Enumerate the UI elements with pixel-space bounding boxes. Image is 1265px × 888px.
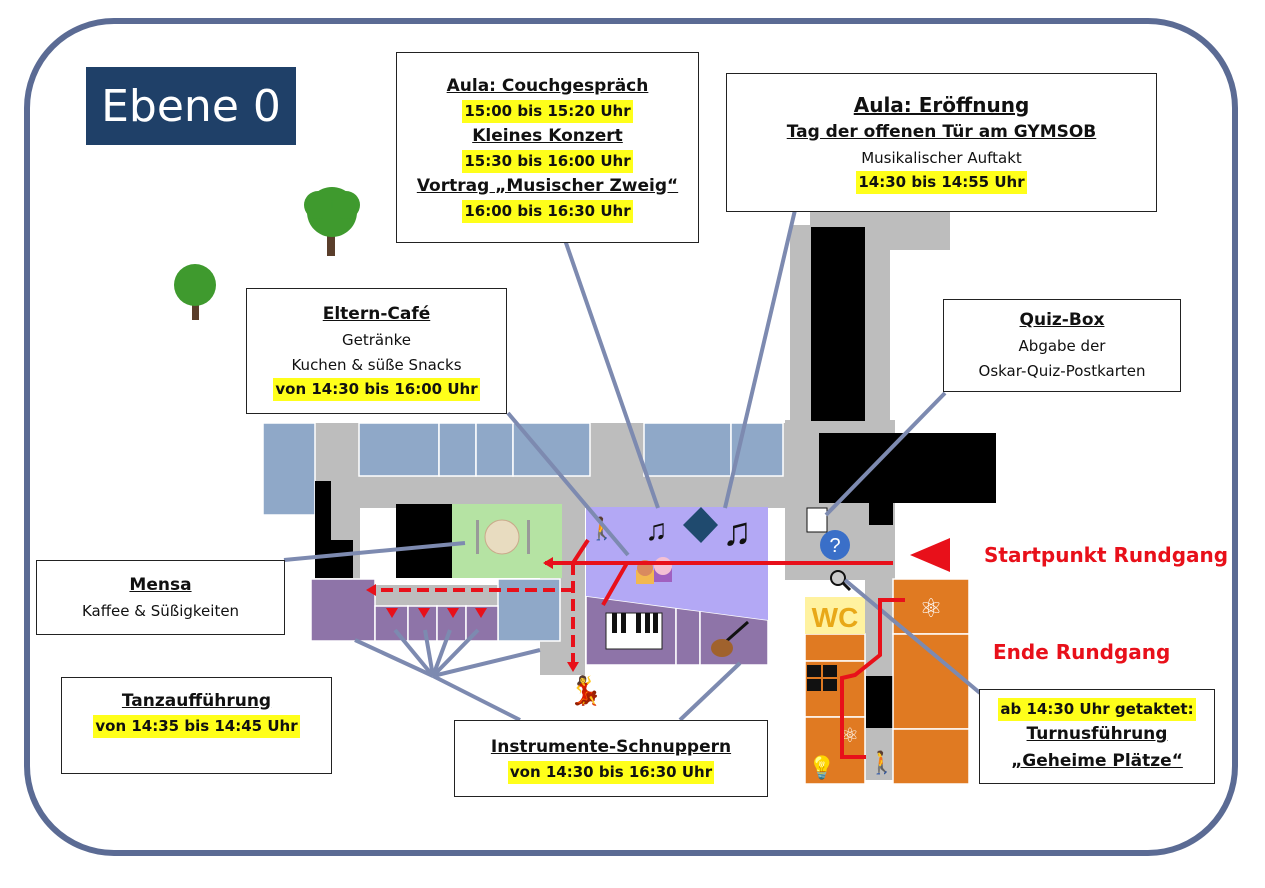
atom-icon: ⚛ bbox=[919, 593, 942, 623]
quiz-heading: Quiz-Box bbox=[1019, 310, 1105, 330]
opening-time: 14:30 bis 14:55 Uhr bbox=[856, 170, 1027, 194]
tanz-heading: Tanzaufführung bbox=[121, 691, 272, 711]
lightbulb-icon: 💡 bbox=[808, 755, 835, 780]
blocked-areas bbox=[315, 227, 996, 728]
instrumente-box: Instrumente-Schnuppern von 14:30 bis 16:… bbox=[454, 720, 768, 797]
instrumente-heading: Instrumente-Schnuppern bbox=[490, 736, 732, 757]
vortrag-heading: Vortrag „Musischer Zweig“ bbox=[416, 175, 679, 196]
cafe-time: von 14:30 bis 16:00 Uhr bbox=[273, 378, 480, 401]
end-label: Ende Rundgang bbox=[993, 640, 1171, 664]
callout-lines bbox=[283, 209, 982, 722]
aula-program-box: Aula: Couchgespräch 15:00 bis 15:20 Uhr … bbox=[396, 52, 699, 243]
dancers-icon: 💃 bbox=[568, 674, 603, 707]
opening-subheading: Tag der offenen Tür am GYMSOB bbox=[786, 121, 1097, 142]
mensa-box: Mensa Kaffee & Süßigkeiten bbox=[36, 560, 285, 635]
logo-icon bbox=[683, 507, 718, 543]
stairs-icon: 🚶 bbox=[868, 750, 895, 775]
tour-subheading: „Geheime Plätze“ bbox=[1011, 751, 1183, 771]
floor-title: Ebene 0 bbox=[86, 67, 296, 145]
mensa-text: Kaffee & Süßigkeiten bbox=[81, 601, 240, 620]
piano-icon bbox=[605, 612, 663, 650]
start-label: Startpunkt Rundgang bbox=[984, 543, 1229, 567]
quiz-line: Abgabe der bbox=[1018, 337, 1106, 355]
quiz-box-box: Quiz-Box Abgabe der Oskar-Quiz-Postkarte… bbox=[943, 299, 1181, 392]
elevator-icon bbox=[806, 507, 828, 533]
instrumente-time: von 14:30 bis 16:30 Uhr bbox=[507, 760, 715, 784]
cafe-line: Kuchen & süße Snacks bbox=[291, 356, 462, 374]
quiz-line: Oskar-Quiz-Postkarten bbox=[978, 362, 1146, 380]
aula-couch-time: 15:00 bis 15:20 Uhr bbox=[462, 99, 633, 123]
tour-box: ab 14:30 Uhr getaktet: Turnusführung „Ge… bbox=[979, 689, 1215, 784]
mensa-heading: Mensa bbox=[129, 574, 192, 595]
wc-room bbox=[805, 597, 865, 634]
wc-icon: WC bbox=[812, 602, 859, 633]
cafe-line: Getränke bbox=[342, 331, 411, 349]
konzert-time: 15:30 bis 16:00 Uhr bbox=[462, 149, 633, 173]
quiz-box-icon[interactable] bbox=[820, 530, 850, 560]
konzert-heading: Kleines Konzert bbox=[472, 125, 623, 146]
opening-heading: Aula: Eröffnung bbox=[853, 92, 1030, 117]
tree-icon bbox=[174, 264, 216, 320]
music-note-icon: ♫ bbox=[722, 510, 752, 554]
cafe-heading: Eltern-Café bbox=[322, 304, 431, 324]
opening-text: Musikalischer Auftakt bbox=[861, 148, 1022, 167]
atom-icon: ⚛ bbox=[841, 725, 859, 747]
question-icon: ? bbox=[829, 535, 840, 557]
tour-heading: Turnusführung bbox=[1026, 724, 1168, 744]
tree-icon bbox=[304, 187, 360, 256]
tour-time: ab 14:30 Uhr getaktet: bbox=[998, 698, 1196, 721]
plate-cutlery-icon bbox=[476, 519, 530, 555]
tour-route bbox=[372, 538, 905, 759]
aula-couch-heading: Aula: Couchgespräch bbox=[446, 75, 649, 96]
guitar-icon bbox=[711, 620, 749, 657]
route-arrowheads bbox=[366, 557, 579, 672]
tanz-time: von 14:35 bis 14:45 Uhr bbox=[93, 715, 300, 738]
calculator-icon bbox=[807, 665, 837, 691]
magnifier-icon bbox=[830, 570, 852, 592]
tanz-box: Tanzaufführung von 14:35 bis 14:45 Uhr bbox=[61, 677, 332, 774]
eltern-cafe-box: Eltern-Café Getränke Kuchen & süße Snack… bbox=[246, 288, 507, 414]
aula-opening-box: Aula: Eröffnung Tag der offenen Tür am G… bbox=[726, 73, 1157, 212]
map-frame bbox=[24, 18, 1238, 856]
vortrag-time: 16:00 bis 16:30 Uhr bbox=[462, 199, 633, 223]
music-note-icon: ♫ bbox=[645, 514, 668, 547]
start-arrow-icon bbox=[910, 538, 950, 572]
